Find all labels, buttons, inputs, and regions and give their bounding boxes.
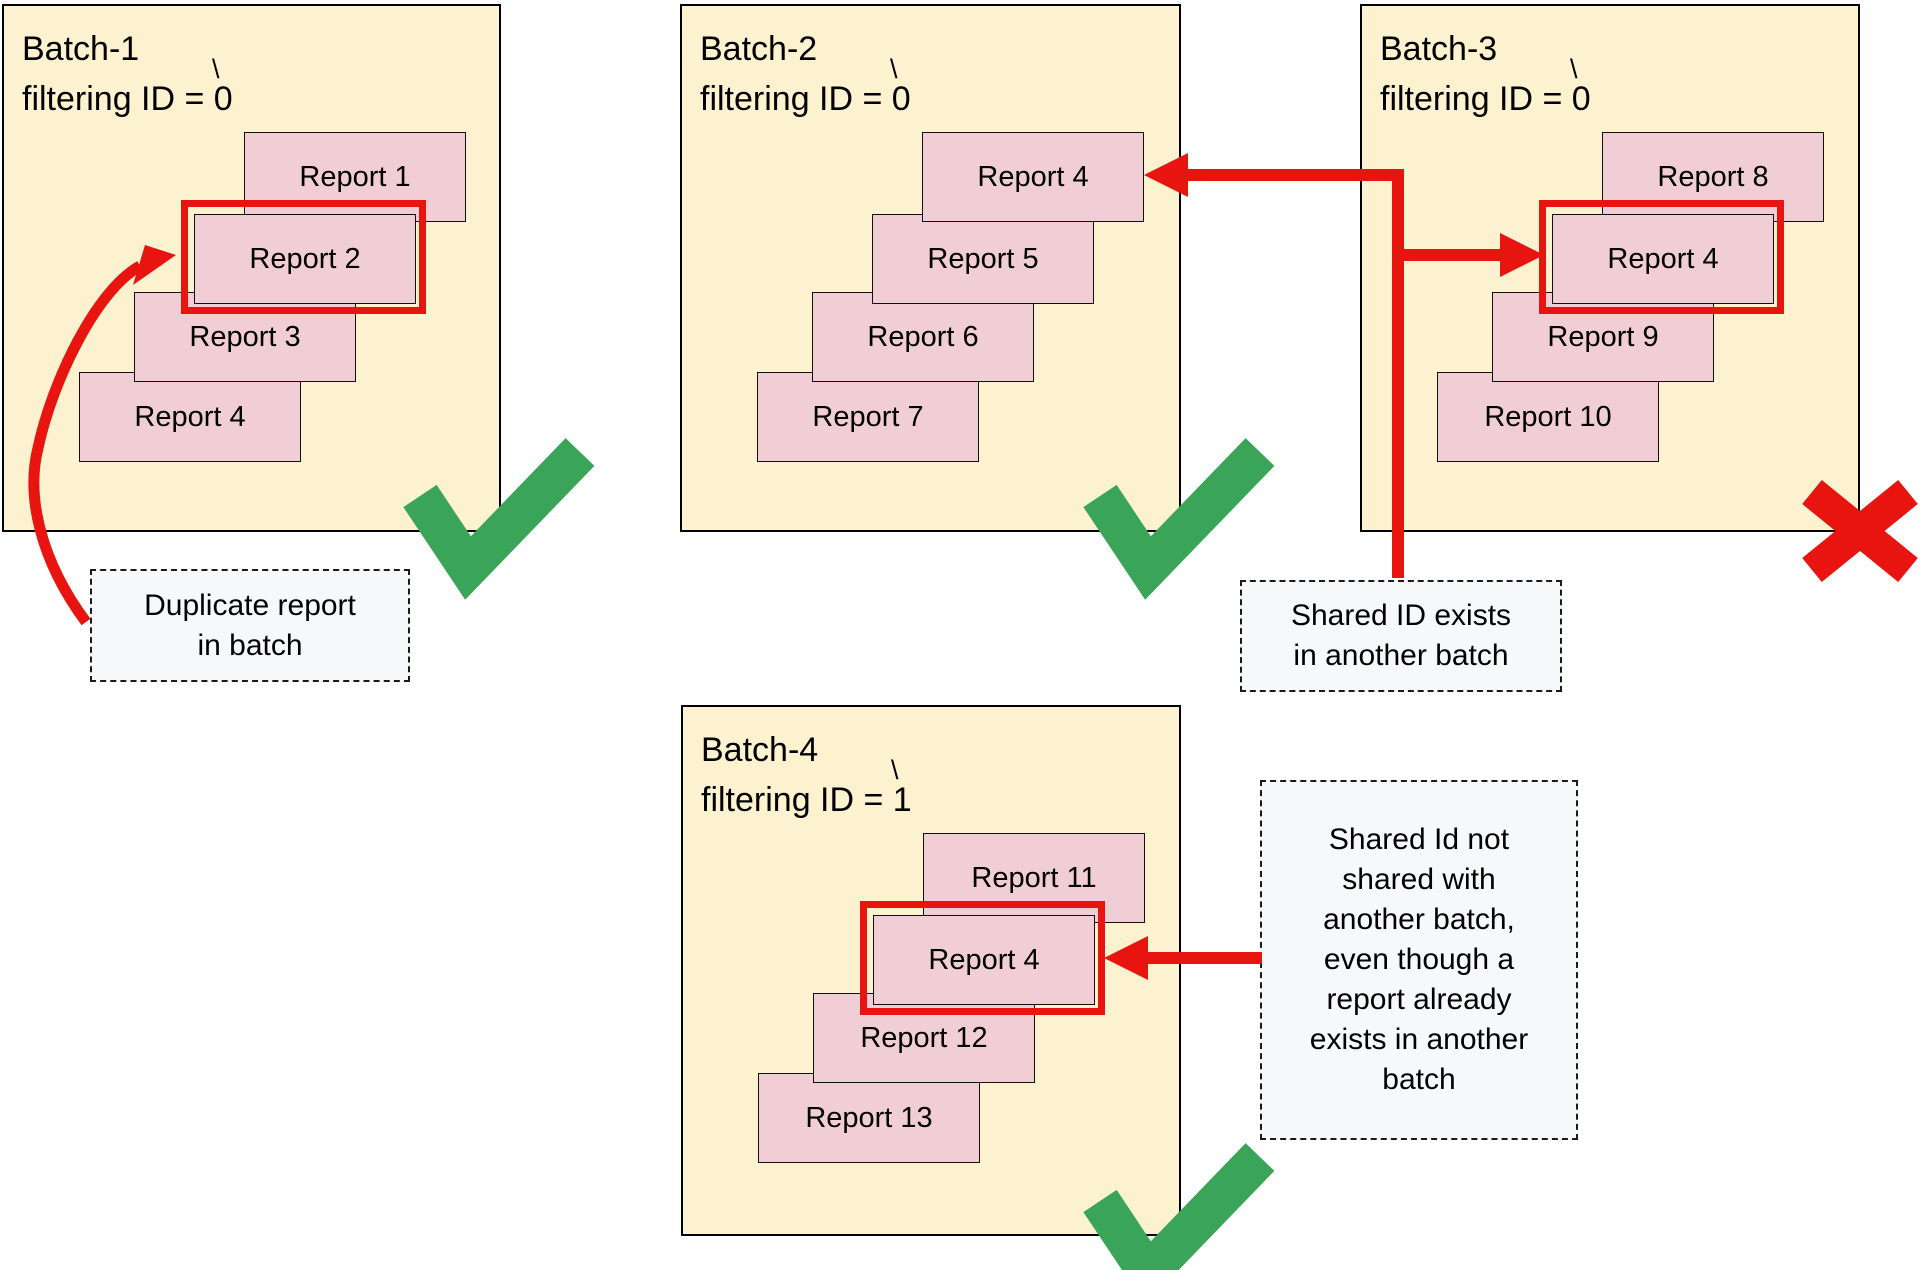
report-card: Report 11 [923, 833, 1145, 923]
batch-name: Batch-2 [700, 30, 818, 68]
report-card: Report 4 [1552, 214, 1774, 304]
batch-box-1: Batch-1 filtering ID = 0 \ Report 1 Repo… [2, 4, 501, 532]
note-duplicate-report: Duplicate report in batch [90, 569, 410, 682]
batch-name: Batch-4 [701, 731, 819, 769]
report-card: Report 10 [1437, 372, 1659, 462]
report-card: Report 4 [873, 915, 1095, 1005]
stray-tick-mark: \ [1570, 54, 1578, 84]
note-shared-id-exists: Shared ID exists in another batch [1240, 580, 1562, 692]
batch-filter-id: filtering ID = 0 [1380, 80, 1591, 118]
batch-box-4: Batch-4 filtering ID = 1 \ Report 11 Rep… [681, 705, 1181, 1236]
batch-filter-id: filtering ID = 1 [701, 781, 912, 819]
highlight-box [860, 901, 1105, 1015]
report-card: Report 2 [194, 214, 416, 304]
report-card: Report 7 [757, 372, 979, 462]
stray-tick-mark: \ [891, 755, 899, 785]
batch-name: Batch-1 [22, 30, 140, 68]
batch-filter-id: filtering ID = 0 [700, 80, 911, 118]
note-id-not-shared: Shared Id not shared with another batch,… [1260, 780, 1578, 1140]
report-card: Report 5 [872, 214, 1094, 304]
batch-filter-id: filtering ID = 0 [22, 80, 233, 118]
batch-box-3: Batch-3 filtering ID = 0 \ Report 8 Repo… [1360, 4, 1860, 532]
batch-name: Batch-3 [1380, 30, 1498, 68]
report-card: Report 4 [79, 372, 301, 462]
batch-box-2: Batch-2 filtering ID = 0 \ Report 4 Repo… [680, 4, 1181, 532]
batch-title: Batch-1 filtering ID = 0 [22, 24, 233, 124]
report-card: Report 13 [758, 1073, 980, 1163]
report-card: Report 8 [1602, 132, 1824, 222]
report-card: Report 4 [922, 132, 1144, 222]
stray-tick-mark: \ [212, 54, 220, 84]
batch-title: Batch-4 filtering ID = 1 [701, 725, 912, 825]
stray-tick-mark: \ [890, 54, 898, 84]
highlight-box [181, 200, 426, 314]
batch-title: Batch-2 filtering ID = 0 [700, 24, 911, 124]
report-card: Report 6 [812, 292, 1034, 382]
batch-title: Batch-3 filtering ID = 0 [1380, 24, 1591, 124]
